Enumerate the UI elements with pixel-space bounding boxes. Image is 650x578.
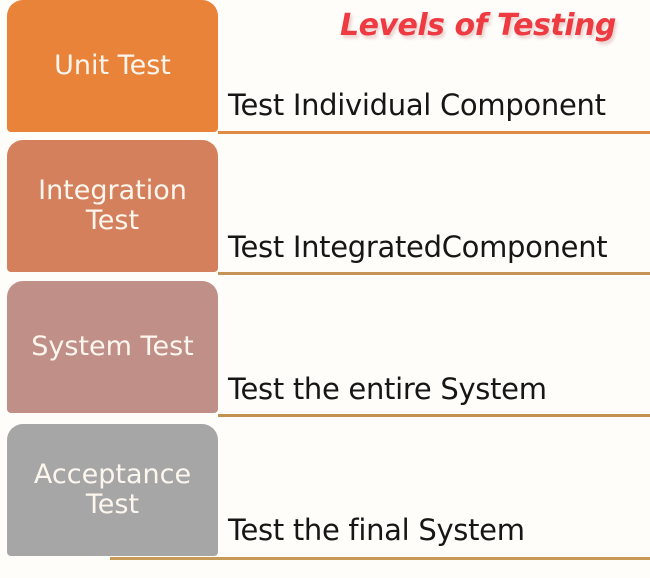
level-label: Unit Test <box>54 49 171 81</box>
level-box-acceptance-test[interactable]: Acceptance Test <box>7 424 218 556</box>
level-box-system-test[interactable]: System Test <box>7 281 218 413</box>
level-label: Integration Test <box>38 174 187 236</box>
level-box-integration-test[interactable]: Integration Test <box>7 140 218 272</box>
diagram-title: Levels of Testing <box>340 8 616 43</box>
level-description: Test the final System <box>228 513 525 547</box>
level-box-unit-test[interactable]: Unit Test <box>7 0 218 132</box>
level-description: Test IntegratedComponent <box>228 230 608 264</box>
level-description: Test Individual Component <box>228 88 606 122</box>
level-label: System Test <box>31 330 194 362</box>
level-description: Test the entire System <box>228 372 547 406</box>
row-divider <box>110 557 650 560</box>
row-divider <box>218 131 650 134</box>
row-divider <box>218 414 650 417</box>
row-divider <box>218 272 650 275</box>
level-label: Acceptance Test <box>33 458 192 520</box>
